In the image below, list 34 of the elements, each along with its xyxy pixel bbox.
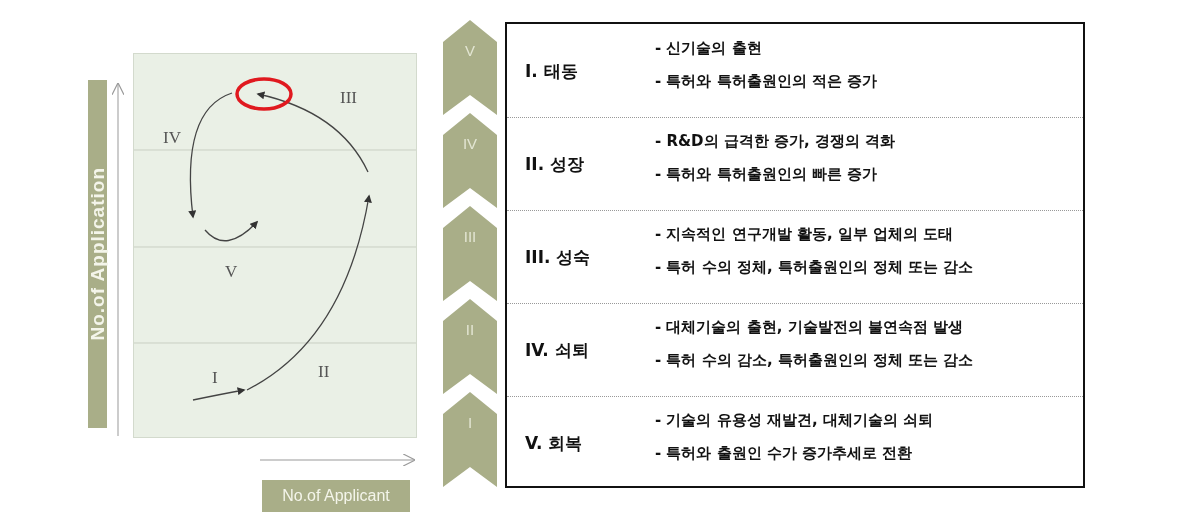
bullet-text: - 대체기술의 출현, 기술발전의 불연속점 발생	[655, 318, 964, 337]
bullet-text: - 신기술의 출현	[655, 39, 762, 58]
axis-title-band	[262, 480, 410, 512]
bullet-text: - 특허 수의 감소, 특허출원인의 정체 또는 감소	[655, 351, 974, 370]
notched-tab	[443, 299, 497, 394]
stage-heading: II. 성장	[525, 153, 585, 176]
stage-numeral: IV	[461, 135, 479, 152]
stage-numeral: II	[464, 321, 476, 338]
axis-title-band	[88, 80, 107, 428]
bullet-text: - 특허와 특허출원인의 적은 증가	[655, 72, 878, 91]
stage-numeral: I	[212, 368, 218, 388]
notched-tab	[443, 392, 497, 487]
bullet-text: - 특허와 특허출원인의 빠른 증가	[655, 165, 878, 184]
stage-heading: III. 성숙	[525, 246, 591, 269]
notched-tab	[443, 206, 497, 301]
notched-tab	[443, 20, 497, 115]
stage-numeral: II	[318, 362, 330, 382]
stage-heading: IV. 쇠퇴	[525, 339, 589, 362]
stage-numeral: V	[225, 262, 238, 282]
notched-tab	[443, 113, 497, 208]
axis-title: No.of Applicant	[282, 487, 390, 505]
stage-numeral: V	[464, 42, 476, 59]
bullet-text: - R&D의 급격한 증가, 경쟁의 격화	[655, 132, 896, 151]
bullet-text: - 특허와 출원인 수가 증가추세로 전환	[655, 444, 913, 463]
axis-title: No.of Application	[86, 167, 109, 341]
bullet-text: - 기술의 유용성 재발견, 대체기술의 쇠퇴	[655, 411, 934, 430]
stage-numeral: I	[466, 414, 474, 431]
bullet-text: - 특허 수의 정체, 특허출원인의 정체 또는 감소	[655, 258, 974, 277]
stage-numeral: IV	[163, 128, 181, 148]
bullet-text: - 지속적인 연구개발 활동, 일부 업체의 도태	[655, 225, 954, 244]
stage-numeral: III	[462, 228, 478, 245]
stage-heading: I. 태동	[525, 60, 578, 83]
stage-heading: V. 회복	[525, 432, 583, 455]
stage-numeral: III	[340, 88, 357, 108]
